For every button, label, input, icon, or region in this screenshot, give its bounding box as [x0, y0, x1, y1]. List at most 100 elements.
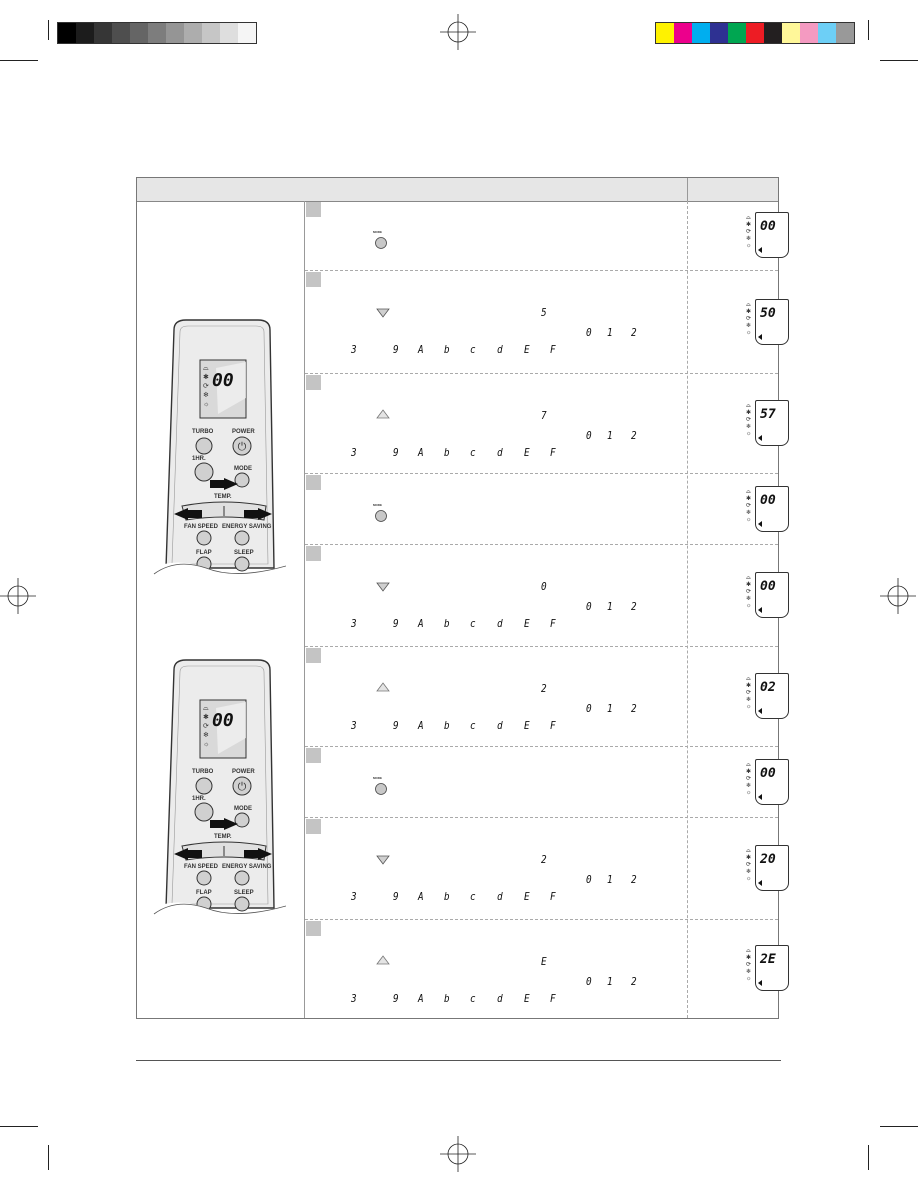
remote-turbo-label: TURBO — [192, 429, 214, 435]
crop-mark — [868, 20, 869, 40]
code-sequence-digit: 1 — [607, 975, 613, 988]
remote-mode-label: MODE — [234, 466, 252, 472]
lcd-mode-icon: ✱ — [746, 855, 752, 861]
crop-mark — [880, 60, 918, 61]
code-sequence-digit: A — [418, 343, 424, 356]
code-sequence-digit: E — [524, 446, 530, 459]
color-swatch — [800, 23, 818, 43]
color-swatch — [94, 23, 112, 43]
remote-sleep-label: SLEEP — [234, 890, 254, 896]
lcd-mode-icon: ⟳ — [746, 862, 752, 868]
segment-result-digit: 0 — [541, 580, 547, 593]
code-sequence-digit: 0 — [586, 600, 592, 613]
code-sequence-digit: E — [524, 343, 530, 356]
step-number-box — [306, 546, 321, 561]
lcd-mode-icon: ⟳ — [746, 775, 752, 782]
code-sequence-digit: A — [418, 617, 424, 630]
code-sequence-digit: d — [497, 343, 503, 356]
procedure-step: MODE⌓✱⟳❄☼00 — [305, 201, 789, 271]
code-sequence-digit: 0 — [586, 975, 592, 988]
color-swatch — [148, 23, 166, 43]
crop-mark — [0, 1126, 38, 1127]
step-number-box — [306, 648, 321, 663]
lcd-mode-icon: ✱ — [203, 374, 209, 381]
segment-result-digit: 2 — [541, 853, 547, 866]
step-divider — [305, 919, 778, 920]
lcd-mode-icon: ⟳ — [746, 589, 752, 595]
lcd-mode-icon: ⌓ — [746, 575, 751, 581]
code-sequence-digit: d — [497, 992, 503, 1005]
remote-lcd-mode-icons: ⌓✱⟳❄☼ — [203, 704, 209, 749]
color-swatch — [130, 23, 148, 43]
lcd-display: ⌓✱⟳❄☼57 — [746, 400, 789, 446]
lcd-mode-icon: ❄ — [746, 424, 752, 430]
code-sequence-digit: A — [418, 719, 424, 732]
step-number-box — [306, 748, 321, 763]
lcd-display: ⌓✱⟳❄☼00 — [746, 572, 789, 618]
code-sequence-digit: E — [524, 992, 530, 1005]
lcd-mode-icon: ⌓ — [746, 301, 751, 308]
step-number-box — [306, 375, 321, 390]
code-sequence-digit: 9 — [393, 617, 399, 630]
lcd-mode-icon: ❄ — [746, 697, 752, 703]
lcd-display: ⌓✱⟳❄☼2E — [746, 945, 789, 991]
code-sequence-digit: b — [444, 446, 450, 459]
registration-mark-top — [440, 14, 476, 50]
color-swatch — [818, 23, 836, 43]
lcd-mode-icons: ⌓✱⟳❄☼ — [746, 302, 754, 337]
remote-lcd-mode-icons: ⌓✱⟳❄☼ — [203, 364, 209, 409]
step-number-box — [306, 819, 321, 834]
svg-text:⏻: ⏻ — [238, 780, 247, 793]
lcd-readout: 02 — [760, 680, 776, 695]
code-sequence-digit: 2 — [631, 975, 637, 988]
lcd-mode-icon: ✱ — [746, 955, 752, 961]
lcd-mode-icon: ✱ — [746, 495, 752, 502]
lcd-mode-icons: ⌓✱⟳❄☼ — [746, 762, 754, 797]
lcd-mode-icon: ✱ — [746, 582, 752, 588]
code-sequence-digit: 1 — [607, 429, 613, 442]
code-sequence-digit: E — [524, 617, 530, 630]
code-sequence-digit: A — [418, 446, 424, 459]
code-sequence-digit: F — [550, 446, 556, 459]
lcd-pointer-arrow — [758, 880, 762, 886]
crop-mark — [48, 1145, 49, 1170]
code-sequence-digit: 9 — [393, 992, 399, 1005]
segment-result-digit: 5 — [541, 306, 547, 319]
temp-up-button-icon — [375, 680, 391, 698]
process-color-bar — [655, 22, 855, 44]
remote-temp-label: TEMP. — [214, 494, 232, 500]
lcd-pointer-arrow — [758, 607, 762, 613]
lcd-readout: 00 — [760, 579, 776, 594]
lcd-mode-icon: ✱ — [746, 222, 752, 228]
registration-mark-bottom — [440, 1136, 476, 1172]
lcd-mode-icon: ⌓ — [746, 848, 751, 854]
lcd-mode-icons: ⌓✱⟳❄☼ — [746, 489, 754, 524]
color-swatch — [836, 23, 854, 43]
lcd-pointer-arrow — [758, 333, 762, 340]
temp-down-button-icon — [375, 580, 391, 598]
code-sequence-digit: E — [524, 890, 530, 903]
code-sequence-digit: 3 — [351, 343, 357, 356]
remote-flap-label: FLAP — [196, 550, 212, 556]
code-sequence-digit: 9 — [393, 719, 399, 732]
mode-button-icon: MODE — [373, 776, 389, 802]
code-sequence-digit: d — [497, 890, 503, 903]
step-divider — [305, 373, 778, 374]
lcd-readout: 00 — [760, 765, 776, 781]
code-sequence-digit: 9 — [393, 890, 399, 903]
code-sequence-digit: c — [470, 992, 476, 1005]
color-swatch — [710, 23, 728, 43]
code-sequence-digit: A — [418, 992, 424, 1005]
step-number-box — [306, 272, 321, 287]
code-sequence-digit: 0 — [586, 429, 592, 442]
lcd-mode-icons: ⌓✱⟳❄☼ — [746, 403, 754, 438]
lcd-pointer-arrow — [758, 247, 762, 253]
remote-body: ⏻ — [146, 319, 287, 588]
header-divider — [687, 178, 688, 201]
lcd-mode-icon: ☼ — [203, 741, 210, 748]
